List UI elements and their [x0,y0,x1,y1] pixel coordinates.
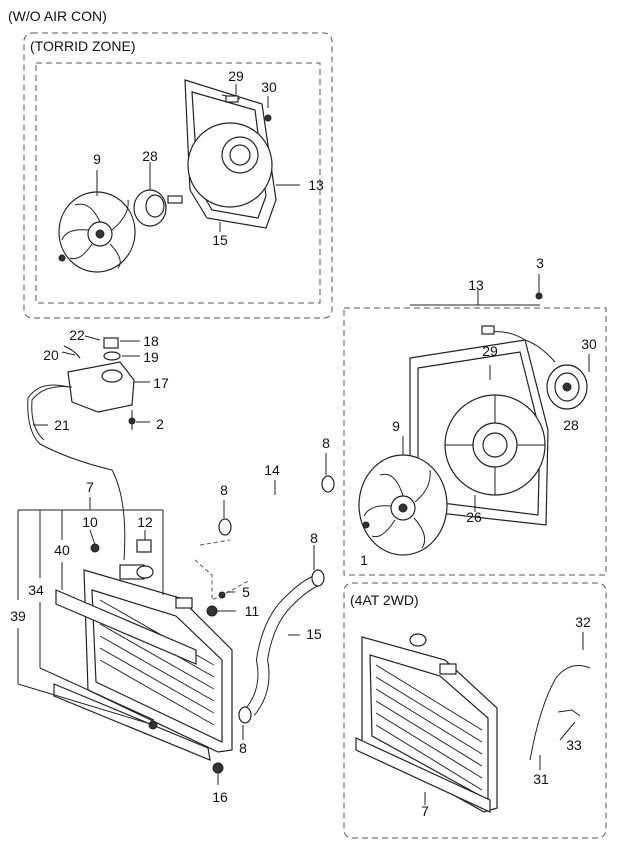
callout-29: 29 [228,68,244,84]
callout-31: 31 [533,771,549,787]
fan-assembly-box [343,307,607,576]
title-without-air-con: (W/O AIR CON) [8,8,107,24]
callout-9: 9 [93,151,101,167]
torrid-zone-box [23,32,333,319]
callout-17: 17 [153,375,169,391]
callout-8: 8 [220,482,228,498]
callout-5: 5 [242,584,250,600]
clamp-icon [238,569,325,724]
callout-18: 18 [143,333,159,349]
hose-icon [226,481,326,528]
title-4at-2wd: (4AT 2WD) [350,592,419,608]
fan-shroud-icon [184,79,277,229]
callout-7: 7 [86,479,94,495]
callout-11: 11 [244,603,260,619]
callout-12: 12 [137,514,153,530]
callout-1: 1 [360,552,368,568]
callout-7: 7 [421,803,429,819]
callout-28: 28 [142,148,158,164]
callout-21: 21 [54,417,70,433]
callout-30: 30 [581,336,597,352]
torrid-zone-inner-box [35,62,321,304]
hose-icon [245,574,321,716]
fan-blade-icon [58,191,136,273]
radiator-icon [53,564,233,761]
callout-8: 8 [239,740,247,756]
callout-8: 8 [322,435,330,451]
fan-motor-icon [546,364,588,410]
fan-motor-icon [133,189,183,227]
clamp-icon [218,475,335,536]
callout-13: 13 [308,177,324,193]
callout-15: 15 [306,626,322,642]
callout-10: 10 [82,514,98,530]
callout-14: 14 [264,462,280,478]
fan-blade-icon [358,454,448,556]
radiator-icon [355,633,498,813]
callout-29: 29 [482,343,498,359]
callout-32: 32 [575,614,591,630]
callout-9: 9 [392,418,400,434]
alt-radiator-box [343,582,607,839]
callout-8: 8 [310,530,318,546]
callout-3: 3 [536,255,544,271]
callout-22: 22 [69,327,85,343]
callout-2: 2 [156,416,164,432]
callout-19: 19 [143,349,159,365]
callout-39: 39 [10,608,26,624]
callout-26: 26 [466,509,482,525]
reservoir-icon [67,337,135,413]
callout-13: 13 [468,277,484,293]
fan-shroud-icon [409,339,549,526]
callout-34: 34 [28,582,44,598]
callout-33: 33 [566,737,582,753]
callout-15: 15 [212,232,228,248]
callout-28: 28 [563,417,579,433]
callout-40: 40 [54,542,70,558]
bolt-icon [90,539,226,774]
callout-16: 16 [212,789,228,805]
title-torrid-zone: (TORRID ZONE) [30,38,136,54]
callout-20: 20 [43,347,59,363]
callout-30: 30 [261,79,277,95]
